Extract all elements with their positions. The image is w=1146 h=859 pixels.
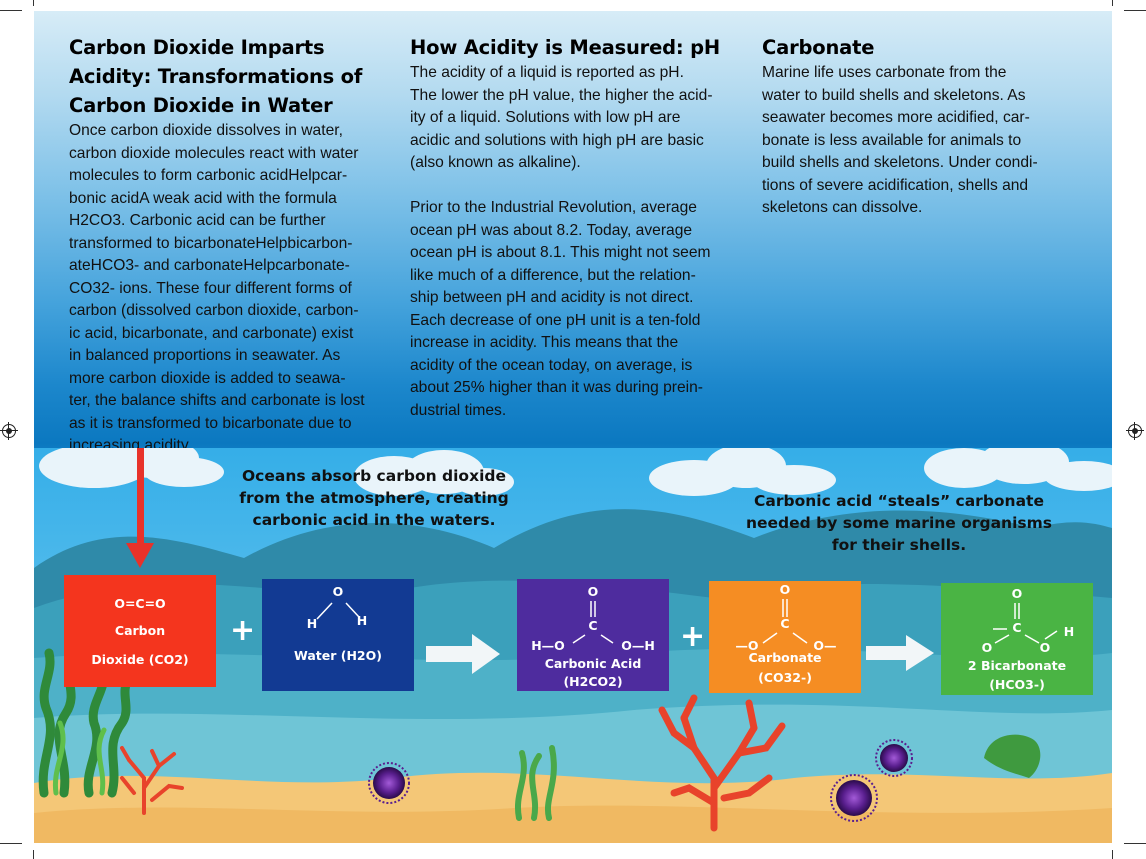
- atom-label: O: [587, 584, 599, 599]
- caption-line: from the atmosphere, creating: [239, 489, 509, 507]
- column-title: How Acidity is Measured: pH: [410, 33, 730, 62]
- molecule-label: Dioxide (CO2): [91, 652, 189, 667]
- crop-mark: [33, 0, 34, 6]
- column-carbon-dioxide: Carbon Dioxide Imparts Acidity: Transfor…: [69, 33, 369, 458]
- registration-mark-left: [0, 422, 18, 440]
- plus-sign: +: [680, 619, 706, 654]
- column-body: Once carbon dioxide dissolves in water, …: [69, 122, 365, 454]
- molecule-box-co2: O=C=O Carbon Dioxide (CO2): [64, 575, 216, 687]
- crop-mark: [33, 850, 34, 859]
- crop-mark: [1112, 850, 1113, 859]
- caption-line: carbonic acid in the waters.: [252, 511, 496, 529]
- seaweed: [52, 720, 107, 796]
- atom-label: O: [1039, 640, 1051, 655]
- molecule-structure: [316, 602, 360, 620]
- shell: [984, 734, 1041, 778]
- plus-sign: +: [230, 613, 256, 648]
- caption-absorb: Oceans absorb carbon dioxide from the at…: [229, 465, 519, 531]
- arrow-icon: [866, 635, 934, 671]
- molecule-box-h2o: O H H Water (H2O): [262, 579, 414, 691]
- crop-mark: [1124, 10, 1146, 11]
- crop-mark: [0, 843, 22, 844]
- atom-label: O: [1011, 586, 1023, 601]
- molecule-label: (H2CO2): [563, 674, 623, 689]
- molecule-label: Carbonic Acid: [544, 656, 642, 671]
- red-arrow: [126, 448, 154, 568]
- sea-urchin: [368, 762, 410, 804]
- atom-label: H: [306, 616, 318, 631]
- poster-page: Carbon Dioxide Imparts Acidity: Transfor…: [34, 11, 1112, 843]
- atom-label: H—O: [531, 638, 565, 653]
- title-line: Carbonate: [762, 36, 875, 59]
- molecule-formula: O=C=O: [114, 596, 166, 611]
- crop-mark: [0, 10, 22, 11]
- title-line: Carbon Dioxide Imparts: [69, 36, 325, 59]
- atom-label: —O: [735, 638, 759, 653]
- caption-steals: Carbonic acid “steals” carbonate needed …: [734, 490, 1064, 556]
- molecule-box-co32: O C —O O— Carbonate (CO32-): [709, 581, 861, 693]
- sea-urchin: [875, 739, 913, 777]
- title-line: How Acidity is Measured: pH: [410, 36, 720, 59]
- caption-line: Oceans absorb carbon dioxide: [242, 467, 506, 485]
- coral: [658, 694, 786, 832]
- molecule-structure: [762, 599, 808, 644]
- title-line: Acidity: Transformations of: [69, 65, 363, 88]
- arrow-icon: [426, 634, 500, 674]
- caption-line: needed by some marine organisms: [746, 514, 1052, 532]
- cloud: [649, 448, 836, 496]
- caption-line: Carbonic acid “steals” carbonate: [754, 492, 1044, 510]
- atom-label: O: [981, 640, 993, 655]
- column-title: Carbon Dioxide Imparts Acidity: Transfor…: [69, 33, 369, 120]
- cloud: [39, 448, 224, 488]
- molecule-structure: [993, 603, 1058, 644]
- atom-label: H: [1063, 624, 1075, 639]
- atom-label: O: [779, 582, 791, 597]
- atom-label: O: [332, 584, 344, 599]
- atom-label: O—: [813, 638, 837, 653]
- atom-label: O—H: [621, 638, 655, 653]
- cloud: [924, 448, 1112, 491]
- column-ph: How Acidity is Measured: pH The acidity …: [410, 33, 730, 422]
- title-line: Carbon Dioxide in Water: [69, 94, 333, 117]
- crop-mark: [1124, 843, 1146, 844]
- molecule-label: (HCO3-): [989, 677, 1045, 692]
- atom-label: C: [588, 618, 598, 633]
- sea-urchin: [830, 774, 878, 822]
- molecule-label: 2 Bicarbonate: [967, 658, 1067, 673]
- cloud: [354, 450, 514, 496]
- molecule-label: Carbon: [114, 623, 166, 638]
- caption-line: for their shells.: [831, 536, 967, 554]
- molecule-box-h2co3: O C H—O O—H Carbonic Acid (H2CO2): [517, 579, 669, 691]
- molecule-label: Carbonate: [748, 650, 822, 665]
- atom-label: C: [780, 616, 790, 631]
- molecule-label: (CO32-): [758, 670, 812, 685]
- column-body: The acidity of a liquid is reported as p…: [410, 64, 713, 419]
- seaweed: [515, 745, 557, 821]
- sand-shade: [34, 805, 1112, 843]
- coral: [120, 746, 184, 815]
- crop-mark: [1112, 0, 1113, 6]
- column-body: Marine life uses carbonate from the wate…: [762, 64, 1038, 216]
- molecule-label: Water (H2O): [294, 648, 382, 663]
- registration-mark-right: [1126, 422, 1144, 440]
- column-title: Carbonate: [762, 33, 1062, 62]
- molecule-structure: [572, 601, 614, 644]
- atom-label: C: [1012, 620, 1022, 635]
- column-carbonate: Carbonate Marine life uses carbonate fro…: [762, 33, 1062, 220]
- atom-label: H: [356, 613, 368, 628]
- ocean-scene: Oceans absorb carbon dioxide from the at…: [34, 448, 1112, 843]
- molecule-box-hco3: O C O O H 2 Bicarbonate (HCO3-): [941, 583, 1093, 695]
